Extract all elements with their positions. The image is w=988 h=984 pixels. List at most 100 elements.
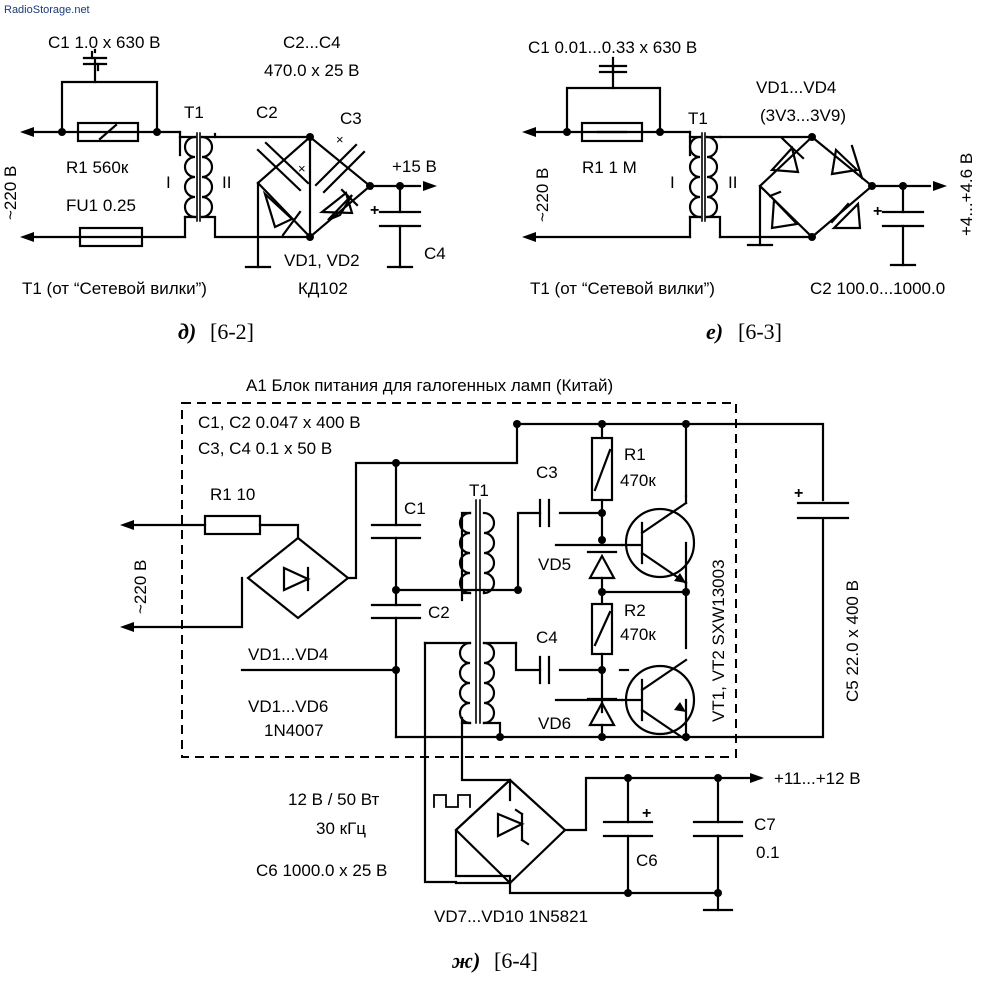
capacitor-c2-f: + bbox=[873, 203, 925, 228]
arrow-mains-e2 bbox=[20, 232, 34, 242]
bridge-vd1-vd4 bbox=[246, 536, 350, 620]
svg-text:+: + bbox=[794, 485, 803, 502]
label-c3-e: C3 bbox=[340, 109, 362, 128]
bridge-vd7-vd10 bbox=[454, 778, 567, 885]
arrow-mains-g2 bbox=[120, 622, 134, 632]
label-c1-g: C1 bbox=[404, 499, 426, 518]
label-r2-val: 470к bbox=[620, 625, 656, 644]
label-t1-note-e: T1 (от “Сетевой вилки”) bbox=[22, 279, 207, 298]
arrow-mains-g1 bbox=[120, 520, 134, 530]
diode-vd5 bbox=[586, 550, 618, 580]
svg-text:+: + bbox=[642, 805, 651, 822]
resistor-r1-f bbox=[580, 121, 644, 143]
arrow-mains-f2 bbox=[522, 232, 536, 242]
label-c5: C5 22.0 x 400 B bbox=[843, 580, 862, 702]
label-c2c4-line2: 470.0 x 25 B bbox=[264, 61, 359, 80]
caption-letter-f: е) bbox=[706, 319, 723, 344]
label-c2c4-line1: C2...C4 bbox=[283, 33, 341, 52]
label-t1-f: T1 bbox=[688, 109, 708, 128]
label-vd1vd4: VD1...VD4 bbox=[248, 645, 328, 664]
transistor-vt2 bbox=[620, 658, 696, 742]
label-c1c2-g: C1, C2 0.047 x 400 B bbox=[198, 413, 361, 432]
transistor-vt1 bbox=[620, 494, 696, 594]
arrow-mains-e1 bbox=[20, 127, 34, 137]
caption-letter-g: ж) bbox=[451, 948, 480, 973]
label-mains-f: ~220 B bbox=[533, 168, 552, 222]
label-c2-f: C2 100.0...1000.0 bbox=[810, 279, 945, 298]
arrow-mains-f1 bbox=[522, 127, 536, 137]
transformer-t1-e bbox=[178, 132, 217, 222]
capacitor-c1-e bbox=[82, 48, 108, 72]
label-vd6: VD6 bbox=[538, 714, 571, 733]
schematic-f: + C1 0.01...0.33 x 630 B VD1...VD4 (3V3.… bbox=[522, 38, 976, 344]
label-r1-e: R1 560к bbox=[66, 158, 129, 177]
c2-x-mark: × bbox=[298, 161, 306, 176]
arrow-out-g bbox=[750, 773, 764, 783]
label-vd-range-f: (3V3...3V9) bbox=[760, 106, 846, 125]
label-diode-type-e: КД102 bbox=[298, 279, 348, 298]
capacitor-c4-e: + bbox=[370, 202, 422, 228]
arrow-out-e bbox=[423, 181, 437, 191]
label-winding1-f: I bbox=[670, 173, 675, 192]
resistor-r1-base bbox=[590, 436, 614, 502]
schematic-g: + + A1 Блок питания для галогенных ламп … bbox=[120, 376, 862, 973]
label-c1-f: C1 0.01...0.33 x 630 B bbox=[528, 38, 697, 57]
label-t1-note-f: T1 (от “Сетевой вилки”) bbox=[530, 279, 715, 298]
arrow-out-f bbox=[933, 181, 947, 191]
label-r1-val: 470к bbox=[620, 471, 656, 490]
label-r1-main-g: R1 10 bbox=[210, 485, 255, 504]
label-diode-type-g: 1N4007 bbox=[264, 721, 324, 740]
c3-x-mark: × bbox=[336, 132, 344, 147]
label-c3c4-g: C3, C4 0.1 x 50 B bbox=[198, 439, 332, 458]
label-out-e: +15 B bbox=[392, 157, 437, 176]
label-r2-base: R2 bbox=[624, 601, 646, 620]
resistor-r1-e bbox=[76, 121, 140, 143]
capacitor-c1-f bbox=[598, 56, 628, 74]
caption-ref-e: [6-2] bbox=[210, 319, 254, 344]
label-r1-f: R1 1 M bbox=[582, 158, 637, 177]
label-out-g: +11...+12 B bbox=[774, 769, 861, 788]
label-t1-g: T1 bbox=[469, 481, 489, 500]
label-c3-g: C3 bbox=[536, 463, 558, 482]
label-c7-val: 0.1 bbox=[756, 843, 780, 862]
label-mains-g: ~220 B bbox=[131, 560, 150, 614]
diode-vd1-e bbox=[262, 190, 302, 237]
diode-vd6 bbox=[586, 697, 618, 727]
capacitor-c2-e bbox=[256, 141, 310, 192]
fuse-fu1 bbox=[78, 226, 144, 248]
label-c2-g: C2 bbox=[428, 603, 450, 622]
zener-bridge bbox=[768, 136, 864, 230]
label-c1-e: C1 1.0 x 630 B bbox=[48, 33, 160, 52]
caption-letter-e: д) bbox=[178, 319, 196, 344]
label-vd7vd10: VD7...VD10 1N5821 bbox=[434, 907, 588, 926]
square-wave-icon bbox=[433, 794, 471, 808]
resistor-r1-g bbox=[203, 514, 262, 536]
label-c2-e: C2 bbox=[256, 103, 278, 122]
capacitor-c2-g bbox=[370, 603, 422, 620]
resistor-r2-base bbox=[590, 602, 614, 656]
capacitor-c7-g bbox=[692, 820, 744, 838]
capacitor-c3-e bbox=[314, 143, 366, 194]
svg-text:+: + bbox=[873, 203, 882, 220]
caption-ref-f: [6-3] bbox=[738, 319, 782, 344]
label-c4-g: C4 bbox=[536, 628, 558, 647]
label-winding2-f: II bbox=[728, 173, 737, 192]
label-t1-e: T1 bbox=[184, 103, 204, 122]
label-out-f: +4...+4.6 B bbox=[957, 153, 976, 236]
label-vd-bridge-f: VD1...VD4 bbox=[756, 78, 836, 97]
label-fuse: FU1 0.25 bbox=[66, 196, 136, 215]
label-r1-base: R1 bbox=[624, 445, 646, 464]
block-a1-border bbox=[181, 402, 737, 758]
caption-ref-g: [6-4] bbox=[494, 948, 538, 973]
transformer-t1-f bbox=[688, 132, 722, 239]
label-vt: VT1, VT2 SXW13003 bbox=[709, 559, 728, 722]
capacitor-c1-g bbox=[370, 523, 422, 540]
label-vd1vd6: VD1...VD6 bbox=[248, 697, 328, 716]
label-winding1-e: I bbox=[166, 173, 171, 192]
label-title-g: A1 Блок питания для галогенных ламп (Кит… bbox=[246, 376, 613, 395]
label-winding2-e: II bbox=[222, 173, 231, 192]
label-c6-spec: C6 1000.0 x 25 B bbox=[256, 861, 387, 880]
label-load: 12 B / 50 Вт bbox=[288, 790, 380, 809]
label-c4-e: C4 bbox=[424, 244, 446, 263]
